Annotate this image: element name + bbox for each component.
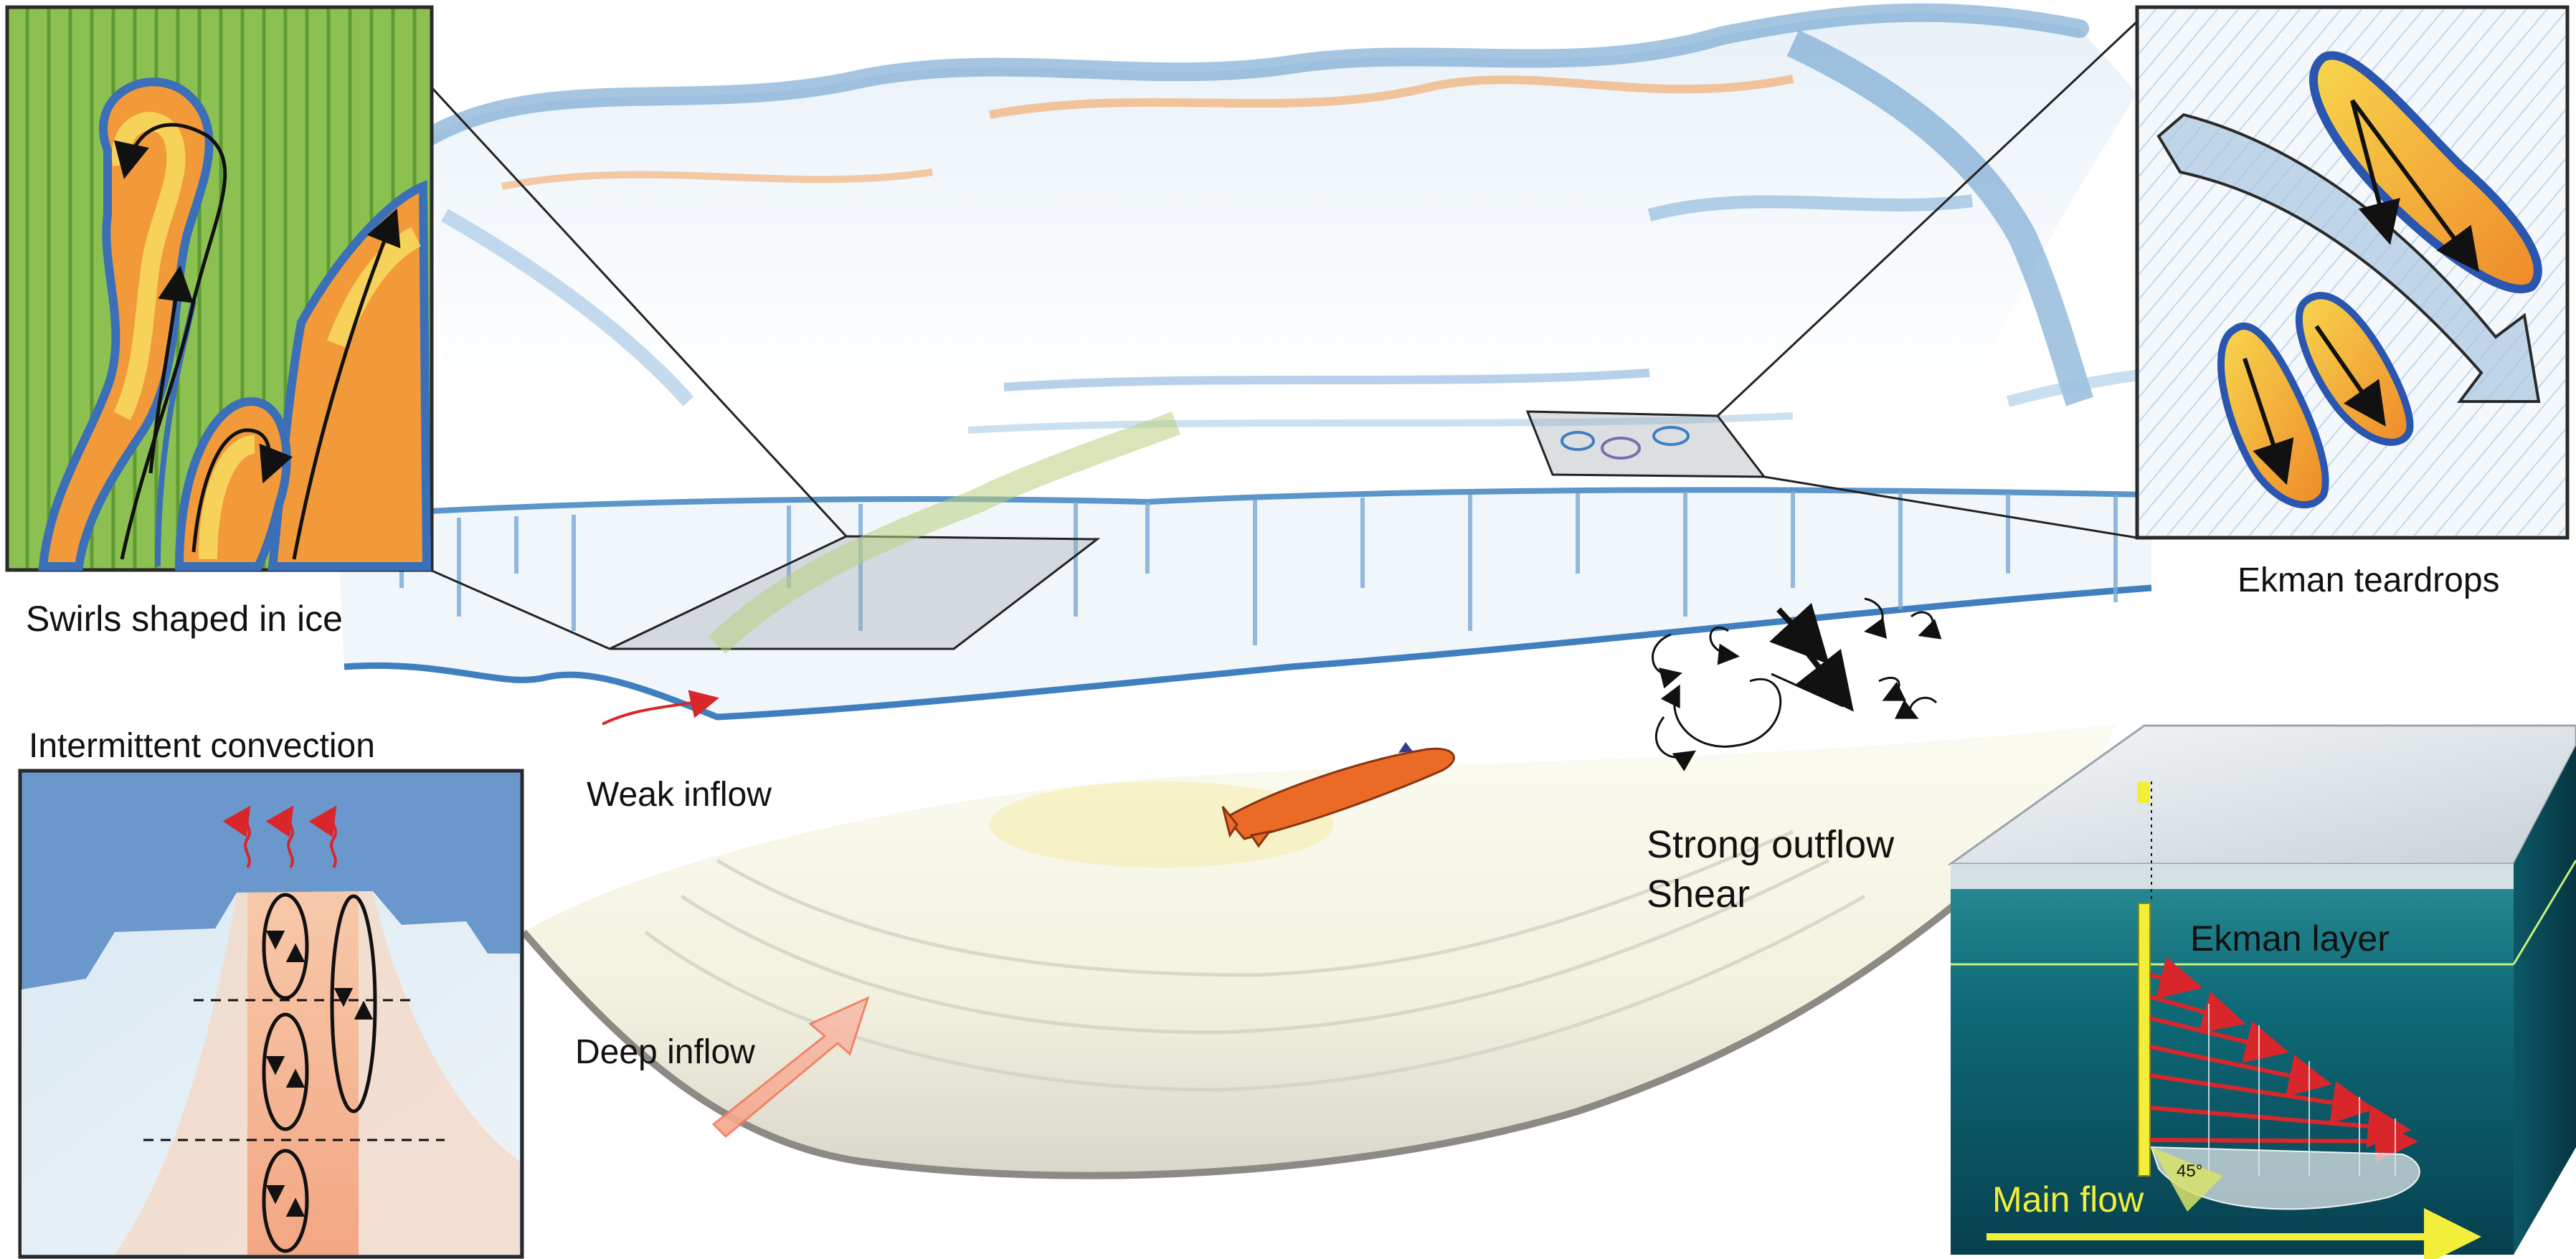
swirl-zoom-region	[429, 85, 1180, 655]
deep-inflow-label: Deep inflow	[575, 1033, 755, 1071]
ekman-layer-label: Ekman layer	[2190, 918, 2390, 959]
teardrops-inset	[2135, 5, 2570, 540]
deep-inflow-arrow	[711, 996, 870, 1139]
convection-inset	[18, 769, 524, 1259]
ice-mountains	[421, 3, 2367, 434]
intermittent-convection-label: Intermittent convection	[29, 727, 375, 765]
main-flow-label: Main flow	[1992, 1179, 2144, 1220]
auv-submarine-icon	[1221, 742, 1455, 848]
ocean-cavity	[521, 724, 2116, 1179]
weak-inflow-label: Weak inflow	[587, 776, 772, 814]
ekman-block-inset	[1947, 724, 2576, 1259]
ekman-teardrops-label: Ekman teardrops	[2238, 561, 2500, 599]
shear-label: Shear	[1647, 873, 1751, 916]
strong-outflow-label: Strong outflow	[1647, 823, 1895, 866]
swirls-inset	[5, 5, 434, 572]
ice-shelf	[336, 487, 2152, 721]
teardrop-zoom-region	[1525, 20, 2139, 539]
swirls-label: Swirls shaped in ice	[26, 599, 343, 639]
weak-inflow-arrow	[602, 690, 719, 726]
strong-outflow-arrows	[1769, 602, 1854, 712]
angle-label: 45°	[2177, 1161, 2203, 1181]
